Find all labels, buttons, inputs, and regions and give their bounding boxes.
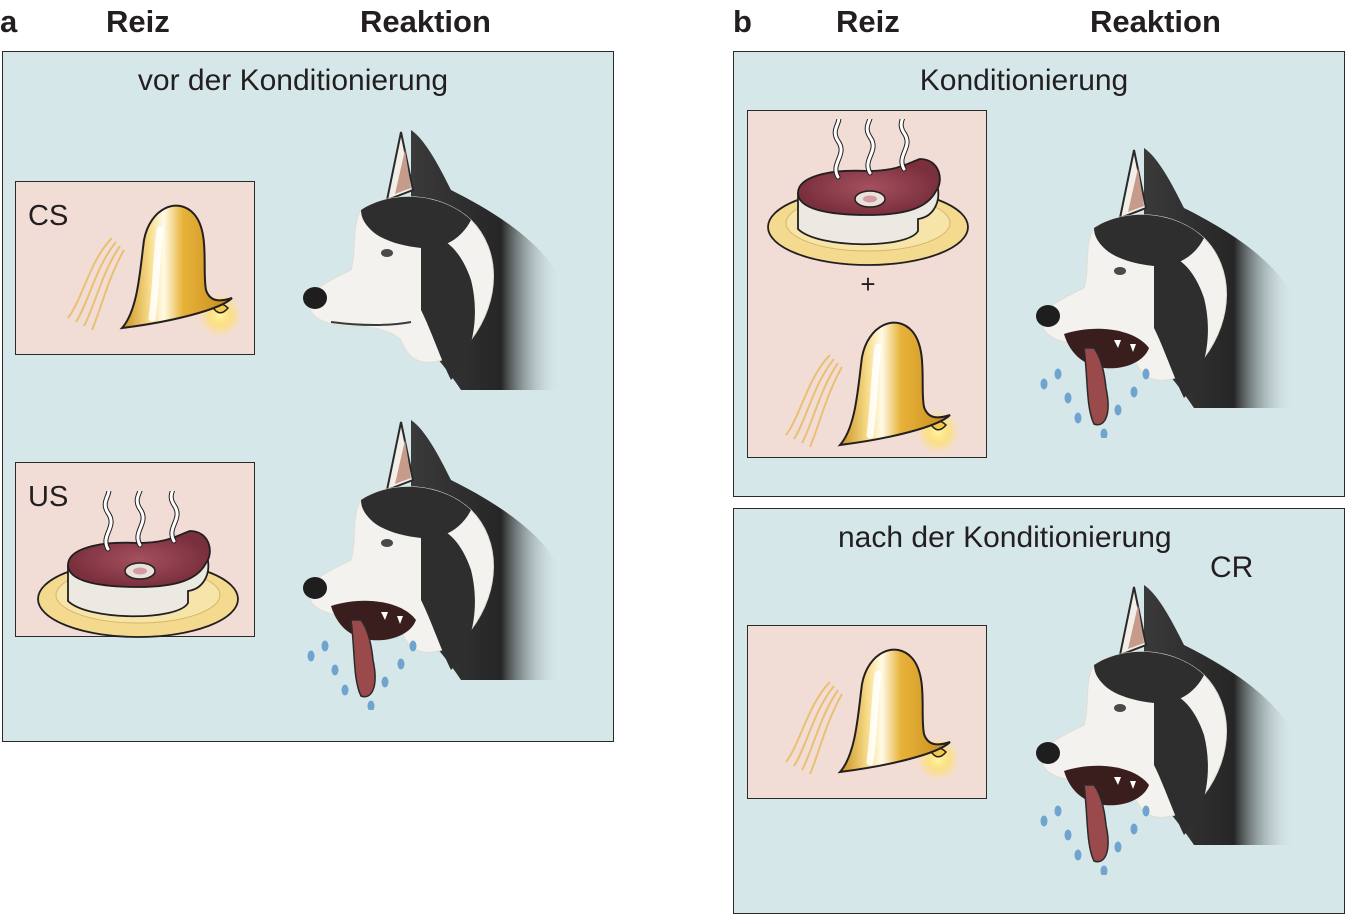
panel-a-col-response: Reaktion xyxy=(360,4,491,39)
dog-salivating-icon xyxy=(1034,585,1294,875)
dog-neutral-icon xyxy=(301,130,561,390)
bell-icon xyxy=(778,307,958,467)
cs-only-stimulus-box xyxy=(747,625,987,799)
steak-icon xyxy=(758,119,978,269)
panel-a-col-stimulus: Reiz xyxy=(106,4,170,39)
bell-icon xyxy=(778,634,958,794)
paired-stimulus-box: + xyxy=(747,110,987,458)
panel-b-letter: b xyxy=(733,4,752,39)
after-title: nach der Konditionierung xyxy=(838,521,1172,554)
dog-salivating-icon xyxy=(301,420,561,710)
us-stimulus-box: US xyxy=(15,462,255,637)
us-label: US xyxy=(28,481,69,513)
cs-label: CS xyxy=(28,200,69,232)
panel-b-conditioning: Konditionierung + xyxy=(733,51,1345,497)
panel-b-col-stimulus: Reiz xyxy=(836,4,900,39)
steak-icon xyxy=(28,491,248,641)
plus-sign: + xyxy=(860,269,876,299)
bell-icon xyxy=(60,190,240,350)
dog-salivating-icon xyxy=(1034,148,1294,438)
cs-stimulus-box: CS xyxy=(15,181,255,355)
panel-a-before-conditioning: vor der Konditionierung CS US xyxy=(2,51,614,742)
conditioning-title: Konditionierung xyxy=(919,64,1129,97)
panel-b-col-response: Reaktion xyxy=(1090,4,1221,39)
panel-b-after-conditioning: nach der Konditionierung CR xyxy=(733,508,1345,914)
cr-label: CR xyxy=(1210,551,1254,584)
panel-a-letter: a xyxy=(0,4,18,39)
panel-a-title: vor der Konditionierung xyxy=(137,64,449,97)
